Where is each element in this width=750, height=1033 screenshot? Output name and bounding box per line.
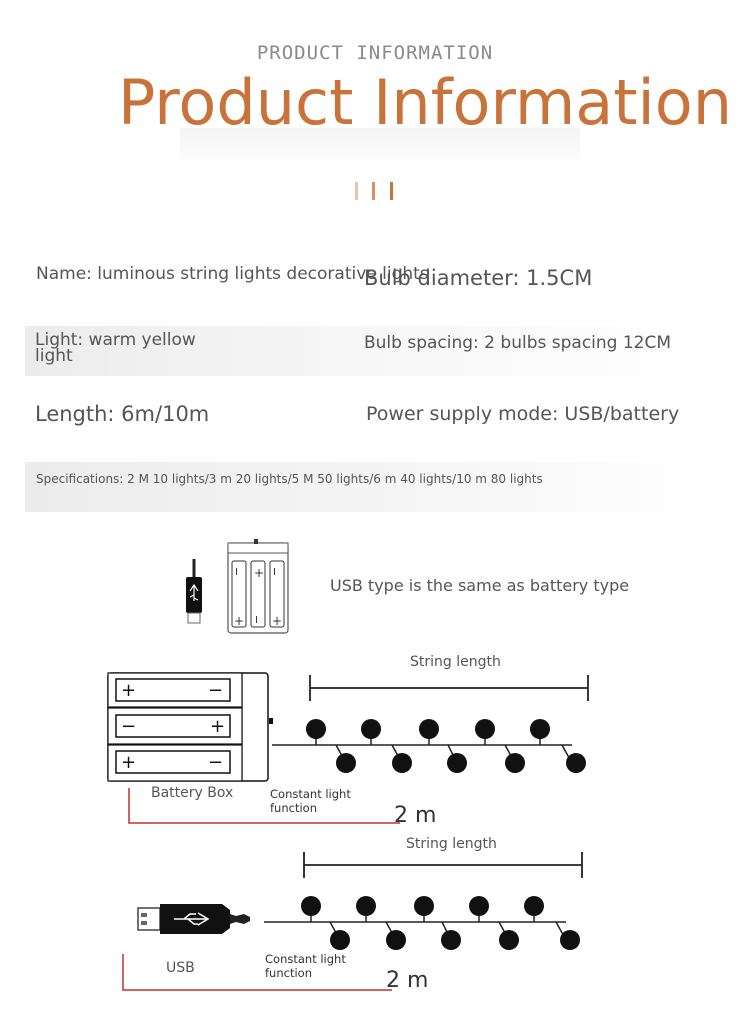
battery-function-label: Constant light function bbox=[270, 787, 351, 815]
spec-power-supply: Power supply mode: USB/battery bbox=[366, 403, 680, 425]
spec-length: Length: 6m/10m bbox=[35, 402, 210, 426]
svg-text:+: + bbox=[272, 614, 282, 628]
svg-text:+: + bbox=[121, 752, 136, 773]
spec-specifications: Specifications: 2 M 10 lights/3 m 20 lig… bbox=[36, 472, 543, 486]
battery-function-line1: Constant light bbox=[270, 787, 351, 801]
accent-bar-3 bbox=[390, 182, 393, 200]
svg-text:+: + bbox=[234, 614, 244, 628]
bulb-icon bbox=[306, 719, 586, 773]
usb-string-length-label: String length bbox=[406, 836, 497, 852]
usb-cable-icon bbox=[137, 904, 250, 934]
usb-string-diagram bbox=[122, 852, 583, 991]
spec-light-line1: Light: warm yellow bbox=[35, 330, 196, 350]
spec-name: Name: luminous string lights decorative … bbox=[36, 264, 429, 284]
usb-label: USB bbox=[166, 960, 195, 976]
svg-text:+: + bbox=[254, 566, 264, 580]
usb-function-line2: function bbox=[265, 966, 312, 980]
svg-text:+: + bbox=[121, 680, 136, 701]
spec-light: Light: warm yellow light bbox=[35, 330, 196, 366]
accent-bar-1 bbox=[355, 182, 358, 200]
battery-function-line2: function bbox=[270, 801, 317, 815]
svg-text:I: I bbox=[255, 615, 258, 626]
usb-plug-icon bbox=[186, 559, 202, 624]
svg-text:I: I bbox=[235, 567, 238, 578]
battery-string-length-label: String length bbox=[410, 654, 501, 670]
usb-battery-illustration: I + I + I + bbox=[186, 539, 289, 634]
battery-box-icon: + − − + + − bbox=[107, 672, 273, 782]
usb-bulbs bbox=[301, 896, 580, 950]
accent-bar-2 bbox=[372, 182, 375, 200]
battery-box-label: Battery Box bbox=[151, 785, 234, 801]
battery-pack-icon: I + I + I + bbox=[227, 539, 289, 634]
svg-text:−: − bbox=[208, 680, 223, 701]
spec-bulb-spacing: Bulb spacing: 2 bulbs spacing 12CM bbox=[364, 333, 672, 353]
page-subtitle: PRODUCT INFORMATION bbox=[256, 42, 494, 64]
battery-string-diagram: + − − + + − bbox=[107, 672, 589, 824]
title-shadow bbox=[180, 128, 580, 164]
spec-row-bg-4 bbox=[25, 462, 715, 512]
usb-function-line1: Constant light bbox=[265, 952, 346, 966]
svg-text:+: + bbox=[210, 716, 225, 737]
spec-light-line2: light bbox=[35, 346, 73, 366]
svg-text:−: − bbox=[121, 716, 136, 737]
usb-function-label: Constant light function bbox=[265, 952, 346, 980]
battery-length-label: 2 m bbox=[394, 803, 437, 828]
usb-length-label: 2 m bbox=[386, 968, 429, 993]
svg-text:I: I bbox=[273, 567, 276, 578]
svg-text:−: − bbox=[208, 752, 223, 773]
spec-bulb-diameter: Bulb diameter: 1.5CM bbox=[364, 266, 593, 290]
spec-row-bg-2 bbox=[25, 326, 715, 376]
usb-battery-note: USB type is the same as battery type bbox=[330, 576, 630, 595]
page-title: Product Information bbox=[118, 66, 733, 139]
